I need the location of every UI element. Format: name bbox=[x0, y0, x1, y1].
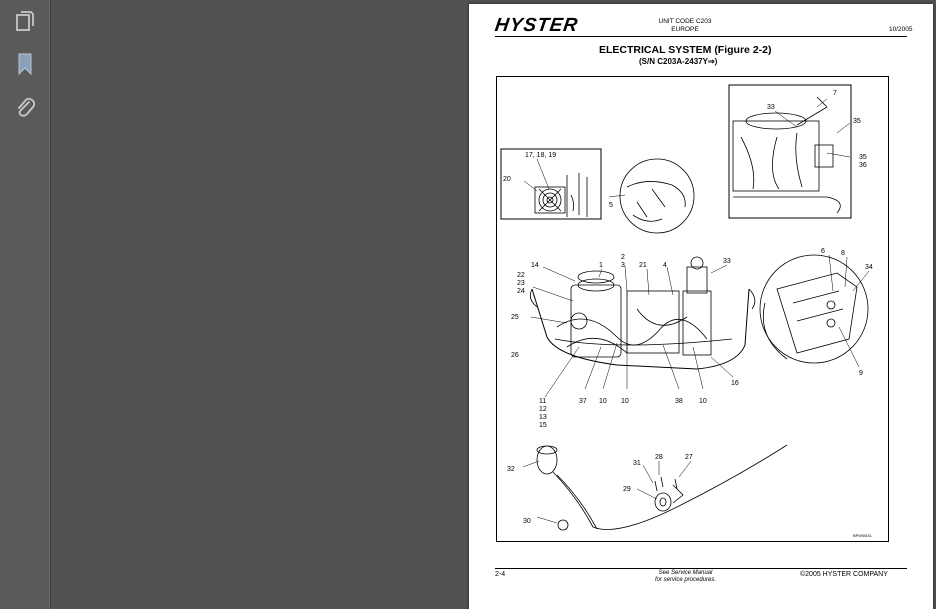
figure-code: BP690031 bbox=[853, 533, 872, 538]
header-rule bbox=[495, 36, 907, 37]
compartment-inset-drawing bbox=[728, 84, 852, 219]
callout: 29 bbox=[623, 486, 631, 493]
callout: 17, 18, 19 bbox=[525, 152, 556, 159]
callout: 33 bbox=[767, 104, 775, 111]
callout: 6 bbox=[821, 248, 825, 255]
callout: 31 bbox=[633, 460, 641, 467]
callout: 16 bbox=[731, 380, 739, 387]
callout: 3 bbox=[621, 262, 625, 269]
figure-drawing: 17, 18, 19 20 5 7 33 35 35 36 33 6 8 34 … bbox=[500, 84, 873, 538]
callout: 4 bbox=[663, 262, 667, 269]
callout: 22 bbox=[517, 272, 525, 279]
callout: 35 bbox=[853, 118, 861, 125]
callout: 38 bbox=[675, 398, 683, 405]
unit-code-label: UNIT CODE C203 bbox=[658, 18, 712, 25]
callout: 1 bbox=[599, 262, 603, 269]
region-label: EUROPE bbox=[671, 26, 699, 33]
callout: 13 bbox=[539, 414, 547, 421]
callout: 8 bbox=[841, 250, 845, 257]
electrical-system-figure: 17, 18, 19 20 5 7 33 35 35 36 33 6 8 34 … bbox=[496, 76, 889, 542]
callout: 12 bbox=[539, 406, 547, 413]
attachments-icon[interactable] bbox=[12, 94, 38, 120]
footer-note: See Service Manual for service procedure… bbox=[655, 570, 716, 584]
callout: 35 bbox=[859, 154, 867, 161]
callout: 5 bbox=[609, 202, 613, 209]
leader-lines bbox=[522, 98, 870, 524]
callout: 27 bbox=[685, 454, 693, 461]
bracket-detail-drawing bbox=[759, 254, 869, 364]
page-number: 2-4 bbox=[495, 571, 506, 578]
callout: 28 bbox=[655, 454, 663, 461]
page-subtitle: (S/N C203A-2437Y⇒) bbox=[639, 57, 718, 66]
callout: 21 bbox=[639, 262, 647, 269]
pages-thumbnails-icon[interactable] bbox=[12, 8, 38, 34]
callout: 10 bbox=[599, 398, 607, 405]
callout: 24 bbox=[517, 288, 525, 295]
callout: 15 bbox=[539, 422, 547, 429]
connector-detail-drawing bbox=[619, 158, 695, 234]
document-viewport[interactable]: HYSTER UNIT CODE C203 EUROPE 10/2005 ELE… bbox=[51, 0, 936, 609]
callout: 20 bbox=[503, 176, 511, 183]
date-label: 10/2005 bbox=[889, 26, 913, 33]
callout: 32 bbox=[507, 466, 515, 473]
callout: 33 bbox=[723, 258, 731, 265]
fan-inset-drawing bbox=[500, 148, 602, 220]
main-chassis-drawing bbox=[529, 256, 756, 370]
callout: 2 bbox=[621, 254, 625, 261]
callout: 25 bbox=[511, 314, 519, 321]
hyster-logo: HYSTER bbox=[493, 15, 580, 36]
callout: 23 bbox=[517, 280, 525, 287]
document-page: HYSTER UNIT CODE C203 EUROPE 10/2005 ELE… bbox=[469, 4, 933, 609]
sidebar-panel bbox=[0, 0, 51, 609]
gauge-and-horn-drawing bbox=[536, 444, 788, 531]
copyright: ©2005 HYSTER COMPANY bbox=[800, 571, 888, 578]
callout: 36 bbox=[859, 162, 867, 169]
callout: 26 bbox=[511, 352, 519, 359]
footer-note-line2: for service procedures. bbox=[655, 577, 717, 583]
page-title: ELECTRICAL SYSTEM (Figure 2-2) bbox=[599, 44, 772, 56]
callout: 10 bbox=[621, 398, 629, 405]
callout: 34 bbox=[865, 264, 873, 271]
callout: 14 bbox=[531, 262, 539, 269]
bookmarks-icon[interactable] bbox=[12, 51, 38, 77]
callout: 7 bbox=[833, 90, 837, 97]
callout: 11 bbox=[539, 398, 546, 405]
callout: 37 bbox=[579, 398, 587, 405]
callout: 9 bbox=[859, 370, 863, 377]
footer-rule bbox=[495, 568, 907, 569]
footer-note-line1: See Service Manual bbox=[658, 570, 713, 576]
callout: 30 bbox=[523, 518, 531, 525]
callout: 10 bbox=[699, 398, 707, 405]
